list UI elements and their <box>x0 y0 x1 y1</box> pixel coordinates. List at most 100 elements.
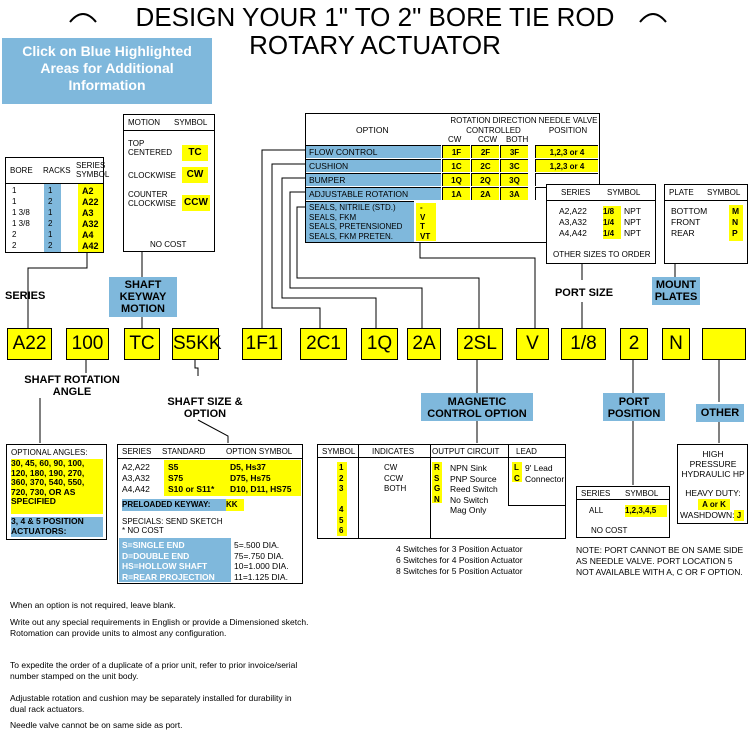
mag-indicates: CW <box>384 463 398 472</box>
shaft-legend-key: HS=HOLLOW SHAFT <box>122 561 208 571</box>
seal-name: SEALS, FKM PRETEN. <box>309 231 394 241</box>
code-pill[interactable]: 2SL <box>457 328 503 360</box>
label-mount-plates[interactable]: MOUNT PLATES <box>652 277 700 305</box>
option-name: FLOW CONTROL <box>309 147 378 157</box>
mag-circuit: NPN Sink <box>450 463 487 473</box>
mag-symbol: 2 <box>339 473 344 483</box>
needle-position-empty <box>535 173 598 186</box>
seal-name: SEALS, NITRILE (STD.) <box>309 203 396 212</box>
other-box: HIGH PRESSURE HYDRAULIC HP HEAVY DUTY: A… <box>677 444 748 524</box>
shaft-legend-key: D=DOUBLE END <box>122 550 190 561</box>
mag-circuit-code: S <box>434 473 440 483</box>
footnote: To expedite the order of a duplicate of … <box>10 660 298 681</box>
motion-symbol-tc: TC <box>182 145 208 161</box>
seals-bg <box>306 201 414 242</box>
footnote: When an option is not required, leave bl… <box>10 600 176 610</box>
series-racks: 2 <box>48 219 53 228</box>
series-racks: 2 <box>48 241 53 250</box>
header-title-line2: ROTARY ACTUATOR <box>249 30 501 60</box>
mag-circuit: Reed Switch <box>450 484 498 494</box>
label-port-position[interactable]: PORT POSITION <box>603 393 665 421</box>
series-symbol: A4 <box>82 230 94 240</box>
header-title-line1: DESIGN YOUR 1" TO 2" BORE TIE ROD <box>135 2 615 32</box>
code-pill[interactable]: V <box>516 328 549 360</box>
code-pill[interactable]: 2A <box>407 328 441 360</box>
label-shaft-rotation-angle: SHAFT ROTATION ANGLE <box>24 374 120 398</box>
mag-symbol: 3 <box>339 484 344 493</box>
mag-symbol: 5 <box>339 515 344 525</box>
option-name: BUMPER <box>309 175 346 185</box>
series-racks: 1 <box>48 208 53 217</box>
port-position-note: NOTE: PORT CANNOT BE ON SAME SIDE AS NEE… <box>576 545 744 577</box>
mag-note: 4 Switches for 3 Position Actuator <box>396 544 523 554</box>
code-pill[interactable] <box>702 328 746 360</box>
shaft-series: A4,A42 <box>122 484 150 494</box>
shaft-series: A2,A22 <box>122 462 150 472</box>
shaft-option: D10, D11, HS75 <box>230 484 292 494</box>
option-code: 1F <box>442 145 470 158</box>
label-port-size: PORT SIZE <box>554 287 614 299</box>
mag-circuit-code: G <box>434 484 441 493</box>
shaft-option: D75, Hs75 <box>230 473 271 483</box>
code-pill[interactable]: S5KK <box>172 328 222 360</box>
port-symbol: 1/4 <box>603 217 621 228</box>
port-symbol: 1/4 <box>603 228 621 239</box>
code-pill[interactable]: A22 <box>7 328 52 360</box>
seal-name: SEALS, PRETENSIONED <box>309 222 403 231</box>
series-racks: 1 <box>48 186 53 195</box>
motion-symbol-cw: CW <box>182 167 208 183</box>
footnote: Write out any special requirements in En… <box>10 617 309 638</box>
label-shaft-size-option: SHAFT SIZE & OPTION <box>167 396 243 420</box>
footnote: Needle valve cannot be on same side as p… <box>10 720 183 730</box>
option-code: 1Q <box>442 173 470 186</box>
click-instructions-box: Click on Blue Highlighted Areas for Addi… <box>2 38 212 104</box>
mag-lead: Connector <box>525 473 565 484</box>
label-other[interactable]: OTHER <box>696 404 744 422</box>
shaft-series: A3,A32 <box>122 473 150 483</box>
code-pill[interactable]: 2C1 <box>300 328 347 360</box>
code-pill[interactable]: 1/8 <box>561 328 606 360</box>
port-series: A4,A42 <box>559 228 587 238</box>
shaft-legend-dia: 75=.750 DIA. <box>234 550 284 561</box>
code-pill[interactable]: 1Q <box>361 328 398 360</box>
seal-symbol: - <box>420 203 423 212</box>
plate-symbol: N <box>732 217 739 227</box>
code-pill[interactable]: 1F1 <box>242 328 282 360</box>
code-pill[interactable]: TC <box>124 328 160 360</box>
option-row-bg <box>306 187 441 200</box>
code-pill[interactable]: 2 <box>620 328 648 360</box>
shaft-legend-key: R=REAR PROJECTION <box>122 571 215 582</box>
code-pill[interactable]: N <box>662 328 690 360</box>
mag-indicates: BOTH <box>384 484 407 493</box>
series-bore: 1 3/8 <box>12 208 30 217</box>
label-shaft-keyway-motion[interactable]: SHAFT KEYWAY MOTION <box>109 277 177 317</box>
port-symbol: 1/8 <box>603 206 621 217</box>
option-code: 2A <box>471 187 499 200</box>
series-symbol: A3 <box>82 208 94 218</box>
option-code: 3Q <box>500 173 528 186</box>
option-code: 2F <box>471 145 499 158</box>
needle-position: 1,2,3 or 4 <box>535 145 598 158</box>
shaft-legend-dia: 11=1.125 DIA. <box>234 571 288 582</box>
mag-lead-code: L <box>514 463 519 472</box>
option-code: 3C <box>500 159 528 172</box>
mag-indicates: CCW <box>384 473 404 483</box>
code-pill[interactable]: 100 <box>66 328 109 360</box>
option-code: 1A <box>442 187 470 200</box>
option-code: 3A <box>500 187 528 200</box>
shaft-standard: S5 <box>168 462 179 472</box>
series-bore: 1 <box>12 186 17 195</box>
plate-name: BOTTOM <box>671 206 708 216</box>
port-series: A2,A22 <box>559 206 587 216</box>
shaft-legend-dia: 5=.500 DIA. <box>234 540 280 550</box>
port-position-table: SERIES SYMBOL ALL 1,2,3,4,5 NO COST <box>576 486 670 538</box>
label-magnetic-control-option[interactable]: MAGNETIC CONTROL OPTION <box>421 393 533 421</box>
option-code: 2Q <box>471 173 499 186</box>
series-bore: 2 <box>12 241 17 250</box>
seal-symbol: T <box>420 222 425 231</box>
series-bore: 1 3/8 <box>12 219 30 228</box>
plate-symbol: M <box>732 206 740 216</box>
